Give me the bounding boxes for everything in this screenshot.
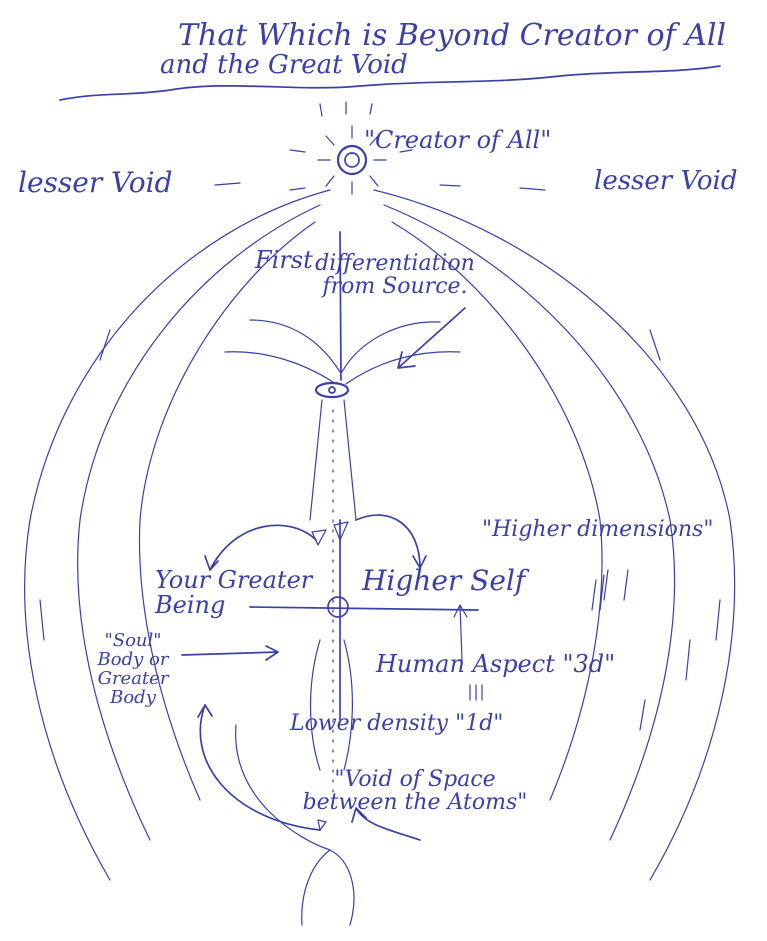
outer-void-curve-left	[24, 189, 331, 881]
lesser-void-left-label: lesser Void	[18, 166, 173, 199]
outer-void-curve-right	[373, 189, 736, 881]
cross-horizontal	[249, 606, 479, 611]
central-axis	[339, 231, 342, 381]
first-label: First	[255, 246, 313, 274]
lower-density-label: Lower density "1d"	[290, 711, 504, 736]
human-aspect-label: Human Aspect "3d"	[376, 650, 616, 678]
soul-body-label: "Soul" Body or Greater Body	[97, 630, 169, 708]
differentiation-label: differentiation from Source.	[315, 251, 475, 300]
higher-dimensions-label: "Higher dimensions"	[482, 517, 714, 542]
soul-arrow	[181, 645, 279, 661]
first-eye-icon	[314, 381, 350, 399]
creator-sun-icon	[289, 101, 413, 195]
creator-label: "Creator of All"	[364, 126, 552, 154]
title-underline	[59, 65, 721, 101]
your-greater-being-label: Your Greater Being	[155, 566, 313, 620]
differentiation-arrow	[397, 307, 466, 369]
higher-self-label: Higher Self	[362, 564, 526, 597]
title-line2: and the Great Void	[160, 50, 408, 80]
void-of-space-label: "Void of Space between the Atoms"	[302, 767, 528, 816]
cross-center-icon	[327, 596, 349, 618]
title-line1: That Which is Beyond Creator of All	[178, 18, 727, 53]
lesser-void-right-label: lesser Void	[594, 166, 738, 196]
